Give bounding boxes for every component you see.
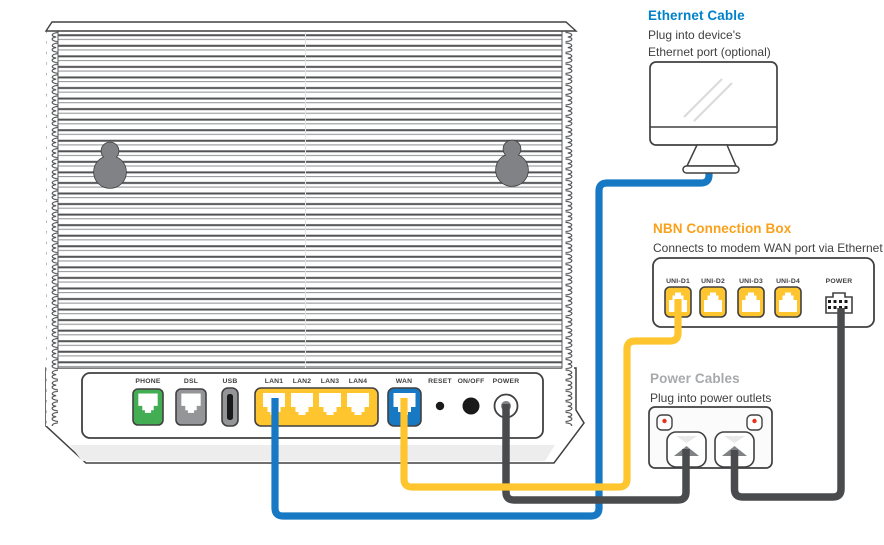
- power-cables-caption: Power Cables Plug into power outlets: [650, 371, 771, 407]
- ethernet-cable-caption: Ethernet Cable Plug into device's Ethern…: [648, 8, 771, 60]
- phone-port: [132, 388, 164, 426]
- nbn-box-caption: NBN Connection Box Connects to modem WAN…: [653, 221, 883, 257]
- power-cable-modem: [502, 404, 690, 504]
- monitor-neck: [685, 144, 738, 167]
- port-label-reset: RESET: [428, 378, 452, 385]
- port-label-lan2: LAN2: [293, 378, 312, 385]
- switch-indicator-right: [752, 418, 757, 424]
- port-label-usb: USB: [223, 378, 238, 385]
- nbn-label-unid3: UNI-D3: [739, 278, 763, 285]
- power-outlet: [648, 406, 773, 469]
- port-label-onoff: ON/OFF: [458, 378, 485, 385]
- outlet-switch-right: [746, 414, 763, 431]
- ethernet-cable-line1: Plug into device's: [648, 28, 742, 42]
- port-label-lan3: LAN3: [321, 378, 340, 385]
- uni-d2-port: [699, 286, 727, 318]
- keyhole-mount-right: [495, 139, 529, 187]
- ethernet-cable-line2: Ethernet port (optional): [648, 44, 771, 59]
- ethernet-cable-blue: [271, 168, 713, 520]
- modem-top-cap: [44, 21, 578, 32]
- nbn-label-power: POWER: [826, 278, 853, 285]
- nbn-label-unid2: UNI-D2: [701, 278, 725, 285]
- port-label-phone: PHONE: [135, 378, 160, 385]
- modem-right-zigzag: [562, 31, 574, 426]
- nbn-label-unid4: UNI-D4: [776, 278, 800, 285]
- uni-d3-port: [737, 286, 765, 318]
- onoff-button: [462, 397, 480, 415]
- nbn-box-subtitle: Connects to modem WAN port via Ethernet: [653, 241, 883, 255]
- usb-port: [221, 387, 239, 427]
- lan-port-block: [254, 387, 379, 427]
- nbn-label-unid1: UNI-D1: [666, 278, 690, 285]
- monitor-foot: [682, 165, 740, 174]
- port-label-power: POWER: [493, 378, 520, 385]
- power-cable-nbn: [730, 308, 845, 501]
- computer-icon: [649, 61, 778, 167]
- outlet-switch-left: [656, 414, 673, 431]
- uni-d4-port: [774, 286, 802, 318]
- power-cables-subtitle: Plug into power outlets: [650, 391, 772, 405]
- power-cables-title: Power Cables: [650, 371, 740, 386]
- nbn-connection-box: UNI-D1 UNI-D2 UNI-D3 UNI-D4 POWER: [652, 257, 875, 328]
- switch-indicator-left: [662, 418, 667, 424]
- reset-button: [435, 401, 445, 411]
- ethernet-cable-title: Ethernet Cable: [648, 8, 745, 23]
- modem-back-panel: PHONE DSL USB LAN1 LAN2 LAN3 LAN4 WAN RE…: [44, 21, 585, 464]
- modem-center-seam: [305, 31, 306, 368]
- port-label-dsl: DSL: [184, 378, 198, 385]
- modem-base-shading: [70, 445, 555, 461]
- modem-left-zigzag: [46, 31, 58, 426]
- nbn-box-title: NBN Connection Box: [653, 221, 792, 236]
- dsl-port: [175, 388, 207, 426]
- ethernet-cable-yellow: [400, 299, 682, 491]
- keyhole-mount-left: [93, 141, 127, 189]
- port-label-lan4: LAN4: [349, 378, 368, 385]
- port-label-wan: WAN: [396, 378, 412, 385]
- port-label-lan1: LAN1: [265, 378, 284, 385]
- modem-vent-slats: [57, 30, 563, 369]
- nbn-power-connector: [825, 292, 853, 314]
